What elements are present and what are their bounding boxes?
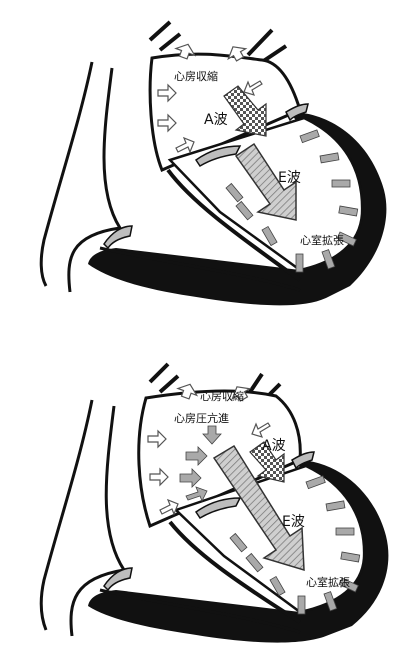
e-wave-label: E波 <box>278 170 301 186</box>
pulmonary-vein-left <box>150 364 178 392</box>
aorta-outline <box>41 400 92 630</box>
pulmonary-vein-left <box>150 22 180 50</box>
a-wave-label: A波 <box>262 438 286 454</box>
atrial-contraction-label: 心房収縮 <box>174 69 218 83</box>
heart-diagram-bottom: 心房収縮 心房圧亢進 A波 E波 心室拡張 <box>0 330 412 660</box>
e-wave-label: E波 <box>282 514 305 530</box>
aorta-outline <box>41 62 92 286</box>
ventricular-relaxation-label: 心室拡張 <box>306 575 350 589</box>
ventricular-relaxation-label: 心室拡張 <box>300 233 344 247</box>
diagram-panel-bottom: 心房収縮 心房圧亢進 A波 E波 心室拡張 <box>0 330 412 660</box>
atrial-pressure-label: 心房圧亢進 <box>174 411 229 425</box>
atrial-contraction-label: 心房収縮 <box>200 389 244 403</box>
aortic-valve-leaflet <box>104 568 132 590</box>
pulmonary-vein-right <box>248 30 286 62</box>
a-wave-label: A波 <box>204 112 228 128</box>
diagram-panel-top: 心房収縮 A波 E波 心室拡張 <box>0 0 412 330</box>
heart-diagram-top: 心房収縮 A波 E波 心室拡張 <box>0 0 412 330</box>
